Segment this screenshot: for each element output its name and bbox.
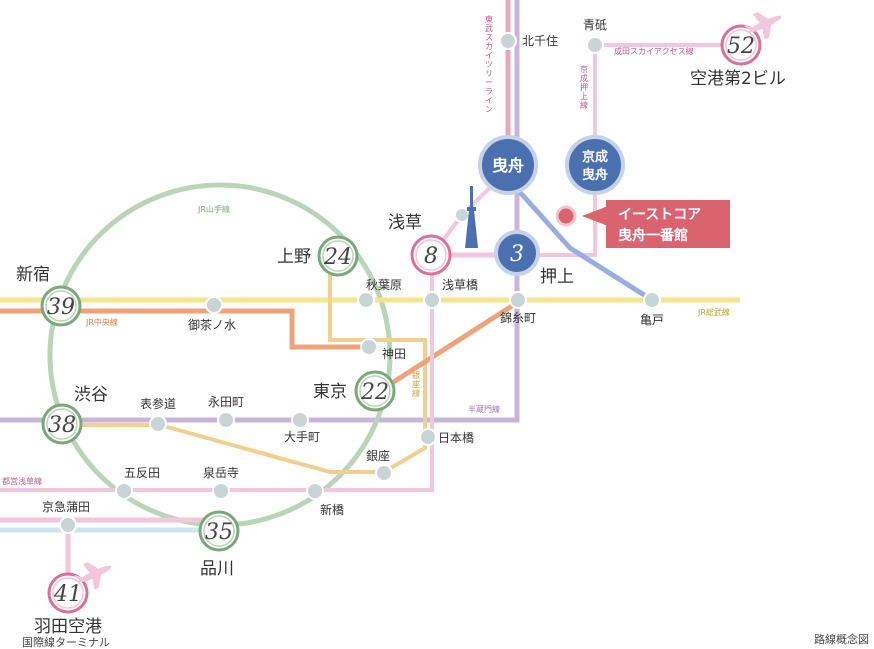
station-dot-ginza [375, 464, 393, 482]
station-dot-nihonbashi [419, 428, 437, 446]
station-nihonbashi: 日本橋 [438, 431, 474, 445]
station-keikyu-kamata: 京急蒲田 [42, 499, 90, 514]
hub-ueno-name: 上野 [277, 247, 311, 267]
airplane-icon-narita [743, 12, 782, 40]
station-dot-gotanda [115, 482, 133, 500]
station-gotanda: 五反田 [124, 466, 160, 480]
station-kinshicho: 錦糸町 [500, 310, 536, 325]
station-sengakuji: 泉岳寺 [203, 466, 239, 480]
keisei-kameido-line [516, 188, 654, 303]
station-shimbashi: 新橋 [320, 502, 344, 517]
hub-oshiage-minutes: 3 [510, 242, 524, 267]
hub-narita: 52 [720, 24, 762, 66]
station-dot-kinshicho [509, 291, 527, 309]
hub-hikifune: 曳舟 [478, 135, 538, 195]
station-dot-akihabara [357, 291, 375, 309]
hub-shinjuku-name: 新宿 [16, 265, 50, 285]
hub-keisei-hikifune: 京成 曳舟 [565, 135, 625, 195]
line-label-narita: 成田スカイアクセス線 [614, 46, 694, 56]
hub-shibuya-name: 渋谷 [74, 385, 108, 405]
property-marker: イーストコア 曳舟一番館 [555, 200, 730, 248]
small-stations [59, 32, 661, 534]
sobu-rapid-line [376, 299, 520, 395]
station-asakusabashi: 浅草橋 [442, 278, 478, 292]
hub-oshiage-name: 押上 [540, 267, 574, 287]
hub-asakusa-name: 浅草 [388, 213, 422, 233]
station-dot-ochanomizu [205, 296, 223, 314]
station-kitasenju: 北千住 [522, 34, 558, 48]
hanzomon-line [0, 0, 520, 423]
station-dot-kanda [360, 338, 378, 356]
line-label-hanzomon: 半蔵門線 [468, 404, 500, 414]
hub-narita-minutes: 52 [727, 34, 755, 59]
line-label-yamanote: JR山手線 [197, 204, 230, 214]
station-dot-nagatacho [217, 411, 235, 429]
station-akihabara: 秋葉原 [366, 278, 402, 292]
station-dot-kameido [643, 291, 661, 309]
hub-narita-name: 空港第2ビル [690, 69, 786, 89]
airplane-icon-haneda [73, 562, 112, 590]
asakusa-line-b [0, 255, 434, 492]
station-dot-skytree [454, 207, 470, 223]
line-label-sobu: JR総武線 [697, 307, 730, 317]
hub-tokyo-minutes: 22 [360, 380, 389, 405]
line-label-chuo: JR中央線 [85, 317, 118, 327]
hub-asakusa-minutes: 8 [424, 244, 438, 269]
line-label-skytree-group: 東武スカイツリーライン [485, 14, 493, 114]
property-name-line1: イーストコア [618, 207, 701, 223]
skytree-icon [465, 186, 478, 248]
station-dot-kitasenju [499, 32, 517, 50]
hub-haneda-minutes: 41 [53, 582, 82, 607]
station-omotesando: 表参道 [140, 396, 176, 411]
hub-haneda: 41 [47, 572, 89, 614]
station-nagatacho: 永田町 [208, 395, 244, 409]
station-dot-keikyu-kamata [59, 516, 77, 534]
ginza-line [62, 258, 427, 474]
station-kanda: 神田 [382, 347, 406, 361]
hub-shibuya: 38 [41, 403, 83, 445]
hub-ueno: 24 [317, 235, 359, 277]
hub-oshiage: 3 [494, 230, 540, 276]
chuo-line [0, 308, 375, 350]
station-aoto: 青砥 [583, 18, 607, 32]
line-label-keisei-oshiage-group: 京成押上線 [580, 64, 588, 110]
hub-shinjuku-minutes: 39 [47, 295, 75, 320]
line-label-keisei-oshiage: 京成押上線 [580, 64, 588, 110]
keisei-oshiage-line [518, 45, 597, 257]
station-otemachi: 大手町 [284, 430, 320, 444]
hub-tokyo: 22 [354, 370, 396, 412]
hub-shinjuku: 39 [40, 285, 82, 327]
hub-shinagawa-minutes: 35 [205, 520, 233, 545]
line-label-ginza: 銀座線 [412, 370, 420, 398]
hub-haneda-sub: 国際線ターミナル [22, 635, 110, 649]
line-label-ginza-group: 銀座線 [412, 370, 420, 398]
hub-keisei-hikifune-line2: 曳舟 [582, 167, 608, 183]
hub-shibuya-minutes: 38 [48, 413, 76, 438]
hub-hikifune-name: 曳舟 [492, 156, 524, 175]
hub-tokyo-name: 東京 [313, 382, 347, 402]
station-dot-omotesando [149, 415, 167, 433]
hub-asakusa: 8 [410, 234, 452, 276]
station-dot-sengakuji [212, 482, 230, 500]
hub-shinagawa-name: 品川 [200, 559, 234, 579]
property-name-line2: 曳舟一番館 [618, 227, 688, 244]
station-dot-asakusabashi [423, 291, 441, 309]
line-label-skytree: 東武スカイツリーライン [485, 14, 493, 114]
station-ochanomizu: 御茶ノ水 [188, 317, 236, 332]
hub-haneda-name: 羽田空港 [34, 617, 102, 637]
hub-ueno-minutes: 24 [323, 245, 352, 270]
line-label-asakusa: 都営浅草線 [2, 476, 42, 486]
station-ginza: 銀座 [366, 448, 390, 463]
station-kameido: 亀戸 [640, 313, 664, 327]
hub-keisei-hikifune-line1: 京成 [582, 149, 608, 165]
station-dot-shimbashi [306, 482, 324, 500]
station-dot-aoto [586, 36, 604, 54]
hub-shinagawa: 35 [198, 510, 240, 552]
station-dot-otemachi [291, 411, 309, 429]
map-note: 路線概念図 [814, 632, 869, 646]
